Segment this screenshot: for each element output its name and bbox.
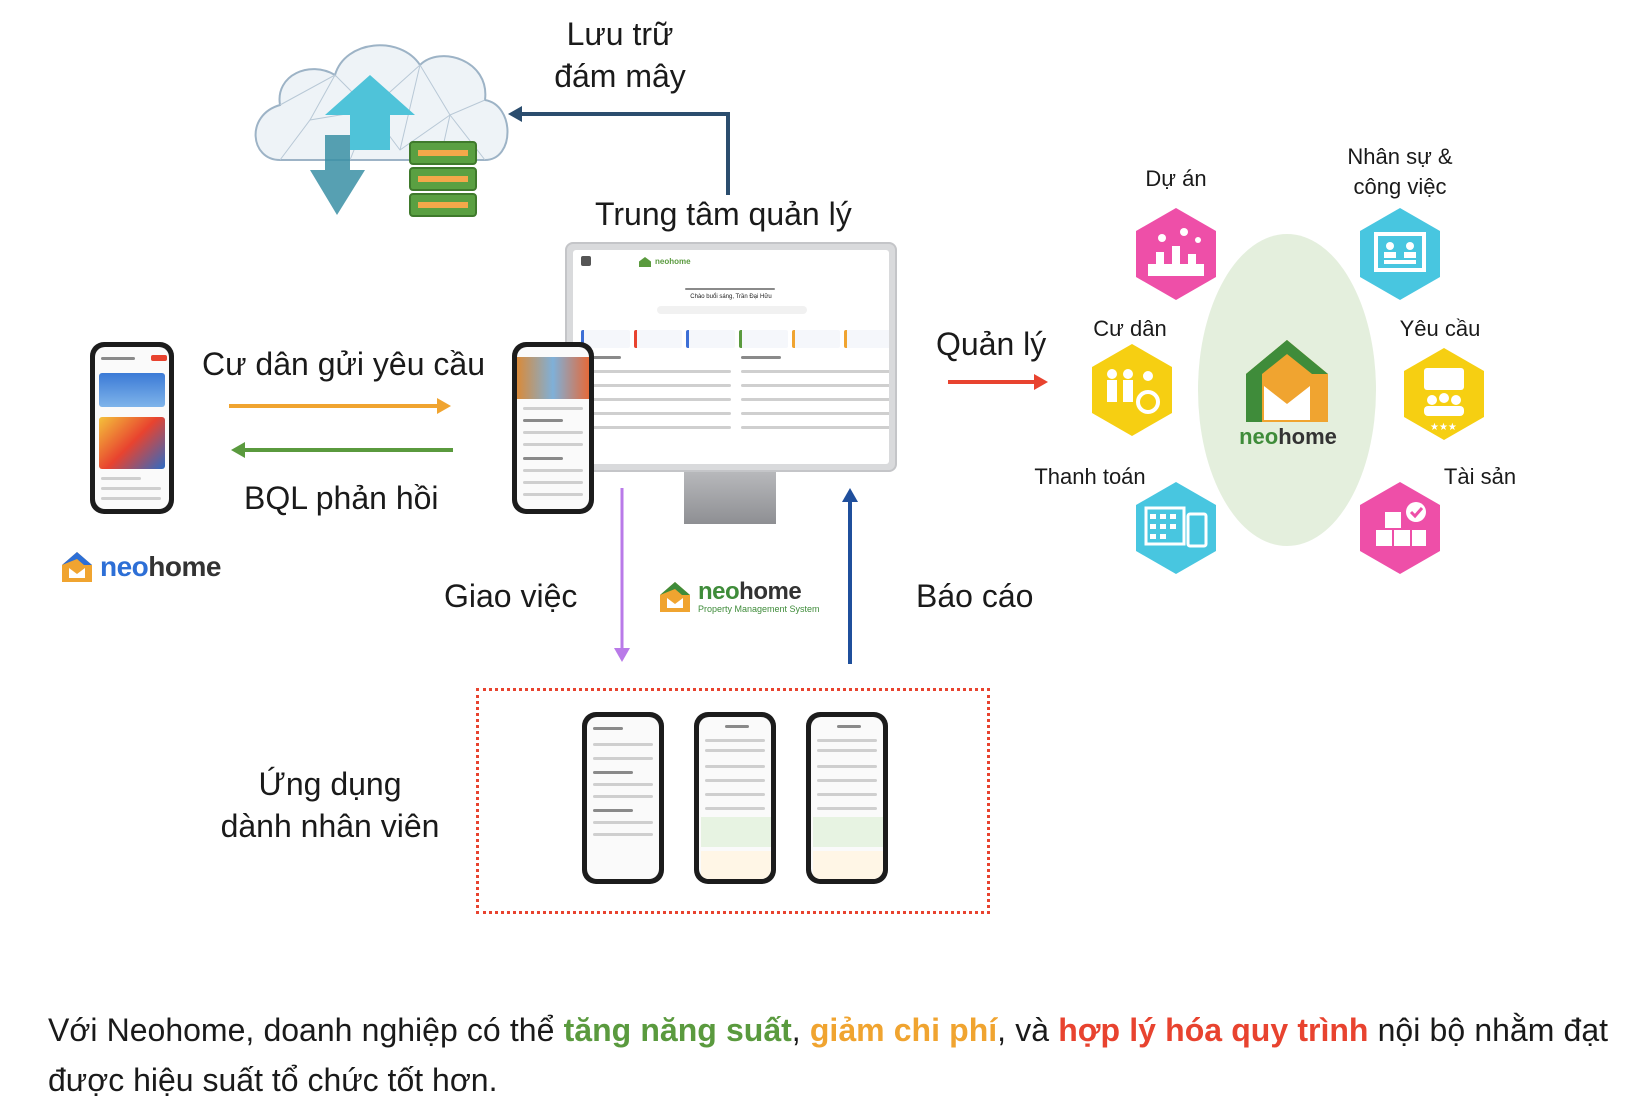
manage-arrow bbox=[948, 374, 1048, 390]
neohome-house-icon bbox=[62, 552, 92, 582]
caption-text-3: , và bbox=[997, 1012, 1059, 1048]
monitor-stand bbox=[684, 472, 776, 524]
neohome-hub-logo-icon bbox=[1246, 340, 1328, 422]
staff-label-line2: công việc bbox=[1353, 174, 1447, 199]
promo-banner bbox=[99, 417, 165, 469]
neohome-logo-center: neohome Property Management System bbox=[658, 580, 820, 614]
staff-phone-detail-1 bbox=[694, 712, 776, 884]
cloud-label-line1: Lưu trữ bbox=[566, 16, 674, 52]
neohome-house-icon bbox=[660, 582, 690, 612]
request-table bbox=[581, 356, 731, 436]
staff-app-box bbox=[476, 688, 990, 914]
cloud-label-line2: đám mây bbox=[554, 58, 686, 94]
assign-label: Giao việc bbox=[444, 578, 578, 614]
neohome-logo-icon bbox=[639, 257, 651, 267]
cloud-arrow bbox=[508, 106, 730, 195]
projects-label: Dự án bbox=[1145, 166, 1207, 191]
requests-label: Yêu cầu bbox=[1399, 316, 1481, 341]
caption-highlight-cost: giảm chi phí bbox=[809, 1012, 998, 1048]
center-label: Trung tâm quản lý bbox=[595, 196, 852, 232]
bql-reply-label: BQL phản hồi bbox=[244, 480, 439, 516]
hub-brand: neohome bbox=[1239, 424, 1337, 449]
staff-phone-tasks bbox=[582, 712, 664, 884]
projects-hex-icon bbox=[1136, 208, 1216, 300]
caption-text-4: nội bộ nhằm đạt được hiệu suất tổ chức t… bbox=[48, 1012, 1609, 1098]
residents-hex-icon bbox=[1092, 344, 1172, 436]
staff-hex-icon bbox=[1360, 208, 1440, 300]
assets-label: Tài sản bbox=[1443, 464, 1517, 489]
phone-banner bbox=[517, 357, 589, 399]
caption-text-1: Với Neohome, doanh nghiệp có thể bbox=[48, 1012, 564, 1048]
dashboard-brand: neohome bbox=[655, 257, 691, 266]
report-arrow bbox=[842, 488, 858, 664]
caption-highlight-process: hợp lý hóa quy trình bbox=[1058, 1012, 1369, 1048]
task-table bbox=[741, 356, 889, 436]
staff-app-label-line1: Ứng dụng bbox=[258, 766, 402, 802]
brand-subtitle: Property Management System bbox=[698, 604, 820, 614]
caption: Với Neohome, doanh nghiệp có thể tăng nă… bbox=[48, 1005, 1608, 1105]
payments-label: Thanh toán bbox=[1034, 464, 1146, 489]
report-label: Báo cáo bbox=[916, 578, 1034, 614]
management-monitor: neohome Chào buổi sáng, Trần Đại Hữu bbox=[565, 242, 897, 472]
staff-label-line1: Nhân sự & bbox=[1347, 144, 1453, 169]
staff-app-label-line2: dành nhân viên bbox=[220, 808, 440, 844]
dashboard-greeting: Chào buổi sáng, Trần Đại Hữu bbox=[690, 294, 772, 300]
assign-arrow bbox=[614, 488, 630, 662]
center-phone bbox=[512, 342, 594, 514]
dashboard-screen: neohome Chào buổi sáng, Trần Đại Hữu bbox=[573, 250, 889, 464]
svg-text:★★★: ★★★ bbox=[1430, 422, 1457, 433]
caption-text-2: , bbox=[791, 1012, 810, 1048]
cloud-storage-icon bbox=[254, 44, 509, 217]
caption-highlight-productivity: tăng năng suất bbox=[563, 1012, 792, 1048]
resident-phone bbox=[90, 342, 174, 514]
manage-label: Quản lý bbox=[936, 326, 1047, 362]
stat-cards bbox=[581, 330, 889, 348]
avatar bbox=[581, 256, 591, 266]
staff-phone-detail-2 bbox=[806, 712, 888, 884]
assets-hex-icon bbox=[1360, 482, 1440, 574]
residents-label: Cư dân bbox=[1093, 316, 1167, 341]
weather-card bbox=[99, 373, 165, 407]
requests-hex-icon: ★★★ bbox=[1404, 348, 1484, 440]
dashboard-filter[interactable] bbox=[657, 306, 807, 314]
resident-request-label: Cư dân gửi yêu cầu bbox=[202, 346, 485, 382]
request-reply-arrows bbox=[229, 398, 453, 458]
payments-hex-icon bbox=[1136, 482, 1216, 574]
neohome-logo-left: neohome bbox=[60, 550, 221, 584]
